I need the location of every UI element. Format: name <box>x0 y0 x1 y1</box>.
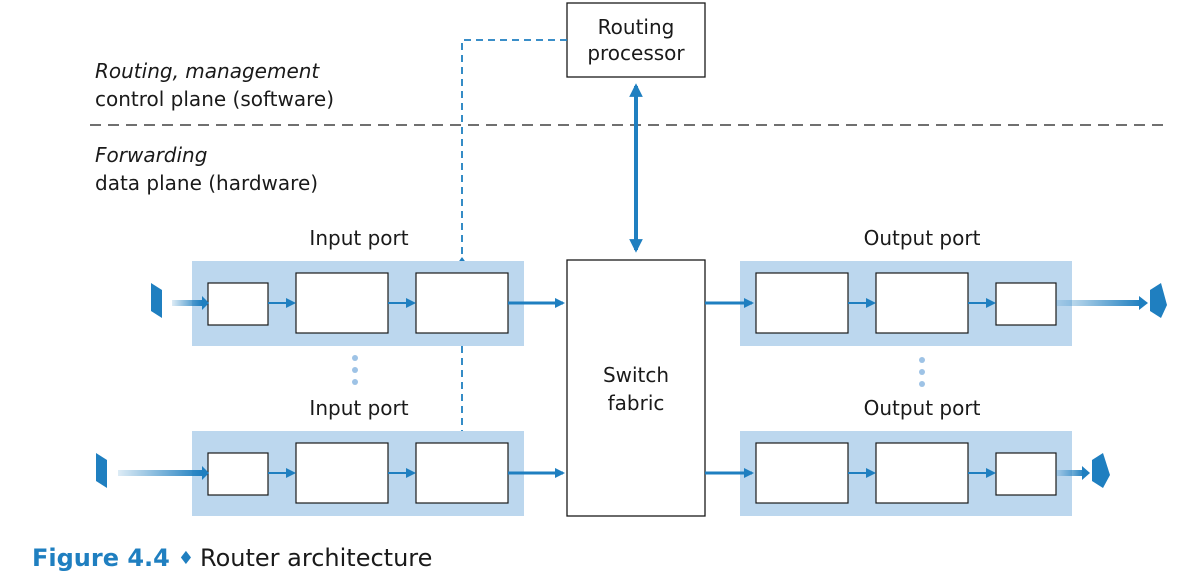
output-line-terminal-icon-top <box>1150 283 1167 318</box>
forwarding-table-path-top <box>461 39 567 264</box>
ellipsis-dot <box>919 381 925 387</box>
routing-processor-label-line2: processor <box>587 41 685 65</box>
input-port-top-stage-1 <box>207 282 269 326</box>
output-top-outgoing-arrowhead <box>1139 296 1148 310</box>
figure-caption-text: Router architecture <box>200 544 433 572</box>
input-port-top-stage-2 <box>295 272 389 334</box>
ellipsis-dot <box>919 357 925 363</box>
output-port-bottom-stage-2 <box>875 442 969 504</box>
routing-processor-box <box>566 2 706 78</box>
output-bottom-outgoing-link <box>1056 470 1084 476</box>
control-plane-description: control plane (software) <box>95 87 334 111</box>
output-port-bottom-stage-1 <box>755 442 849 504</box>
output-port-bottom-stage-3 <box>995 452 1057 496</box>
ellipsis-dot <box>352 367 358 373</box>
control-plane-title: Routing, management <box>95 59 320 83</box>
switch-fabric-label-line2: fabric <box>608 391 665 415</box>
ellipsis-dot <box>352 355 358 361</box>
input-port-bottom-stage-2 <box>295 442 389 504</box>
diamond-separator-icon: ♦ <box>177 548 195 569</box>
output-port-top-stage-1 <box>755 272 849 334</box>
input-line-terminal-icon-bottom <box>96 453 107 488</box>
routing-processor-label-line1: Routing <box>598 15 675 39</box>
input-top-incoming-link <box>172 300 202 306</box>
output-port-top-stage-2 <box>875 272 969 334</box>
input-port-bottom-stage-1 <box>207 452 269 496</box>
figure-caption: Figure 4.4 ♦Router architecture <box>32 544 432 572</box>
input-bottom-incoming-link <box>118 470 202 476</box>
output-line-terminal-icon-bottom <box>1092 453 1110 488</box>
input-port-bottom-stage-3 <box>415 442 509 504</box>
output-port-label-top: Output port <box>864 226 981 250</box>
switch-fabric-box <box>566 259 706 517</box>
data-plane-title: Forwarding <box>95 143 207 167</box>
ellipsis-dot <box>352 379 358 385</box>
figure-number: Figure 4.4 <box>32 544 170 572</box>
switch-fabric-label-line1: Switch <box>603 363 669 387</box>
data-plane-description: data plane (hardware) <box>95 171 318 195</box>
input-port-top-stage-3 <box>415 272 509 334</box>
input-line-terminal-icon-top <box>151 283 162 318</box>
output-port-top-stage-3 <box>995 282 1057 326</box>
input-port-label-bottom: Input port <box>309 396 408 420</box>
input-port-label-top: Input port <box>309 226 408 250</box>
ellipsis-dot <box>919 369 925 375</box>
input-top-incoming-arrowhead <box>202 296 209 310</box>
input-bottom-incoming-arrowhead <box>202 466 209 480</box>
output-bottom-outgoing-arrowhead <box>1082 466 1090 480</box>
output-top-outgoing-link <box>1056 300 1141 306</box>
output-port-label-bottom: Output port <box>864 396 981 420</box>
